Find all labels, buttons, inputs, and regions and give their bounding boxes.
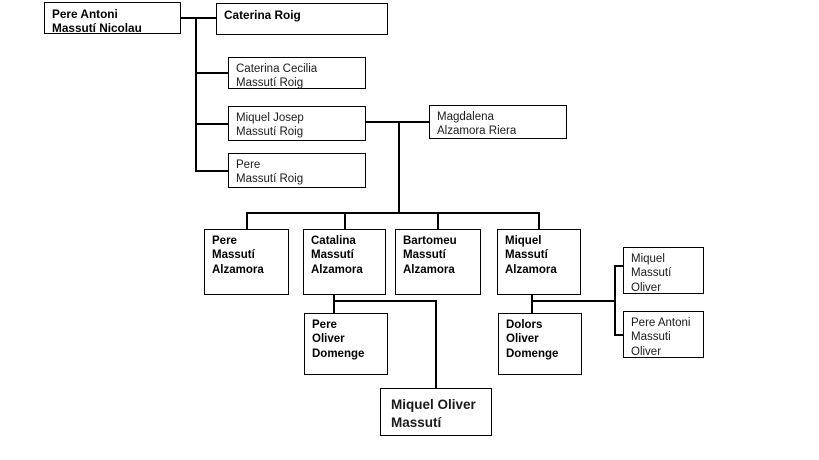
connector-spine-oliver-children: [614, 265, 616, 335]
node-miquel-josep-massuti-roig[interactable]: Miquel Josep Massutí Roig: [228, 106, 366, 141]
connector-spine-gen2: [398, 121, 400, 213]
connector-spine-gen1: [195, 17, 197, 170]
connector-child-miquel-josep: [195, 123, 228, 125]
node-miquel-oliver-massuti[interactable]: Miquel Oliver Massutí: [380, 388, 492, 436]
node-bartomeu-massuti-alzamora[interactable]: Bartomeu Massutí Alzamora: [395, 229, 481, 295]
connector-drop-miquel-alzamora: [538, 212, 540, 230]
node-pere-antoni-massuti-oliver[interactable]: Pere Antoni Massuti Oliver: [623, 311, 704, 358]
node-caterina-cecilia-massuti-roig[interactable]: Caterina Cecilia Massutí Roig: [228, 57, 366, 89]
connector-spine-miquel-oliver-massuti: [435, 300, 437, 388]
connector-marriage-gen2: [365, 121, 429, 123]
node-caterina-roig[interactable]: Caterina Roig: [216, 3, 388, 35]
node-miquel-massuti-oliver[interactable]: Miquel Massutí Oliver: [623, 247, 704, 294]
connector-drop-pere-alzamora: [246, 212, 248, 230]
connector-sibling-bar-gen3: [246, 212, 540, 214]
node-pere-antoni-massuti-nicolau[interactable]: Pere Antoni Massutí Nicolau: [44, 2, 181, 35]
connector-drop-catalina-alzamora: [344, 212, 346, 230]
node-miquel-massuti-alzamora[interactable]: Miquel Massutí Alzamora: [497, 229, 581, 295]
connector-marriage-catalina-pere: [333, 300, 436, 302]
connector-child-pere-antoni-massuti-oliver: [614, 334, 624, 336]
connector-child-miquel-massuti-oliver: [614, 265, 624, 267]
connector-child-caterina-cecilia: [195, 72, 228, 74]
connector-marriage-miquel-dolors: [531, 300, 615, 302]
connector-child-pere: [195, 170, 228, 172]
node-pere-oliver-domenge[interactable]: Pere Oliver Domenge: [304, 313, 388, 375]
connector-drop-bartomeu-alzamora: [437, 212, 439, 230]
node-magdalena-alzamora-riera[interactable]: Magdalena Alzamora Riera: [429, 105, 567, 139]
node-catalina-massuti-alzamora[interactable]: Catalina Massutí Alzamora: [303, 229, 386, 295]
node-pere-massuti-roig[interactable]: Pere Massutí Roig: [228, 153, 366, 188]
node-pere-massuti-alzamora[interactable]: Pere Massutí Alzamora: [204, 229, 289, 295]
connector-catalina-down: [333, 294, 335, 313]
connector-miquel-alzamora-down: [531, 294, 533, 313]
connector-marriage-gen1: [180, 17, 216, 19]
node-dolors-oliver-domenge[interactable]: Dolors Oliver Domenge: [498, 313, 582, 375]
